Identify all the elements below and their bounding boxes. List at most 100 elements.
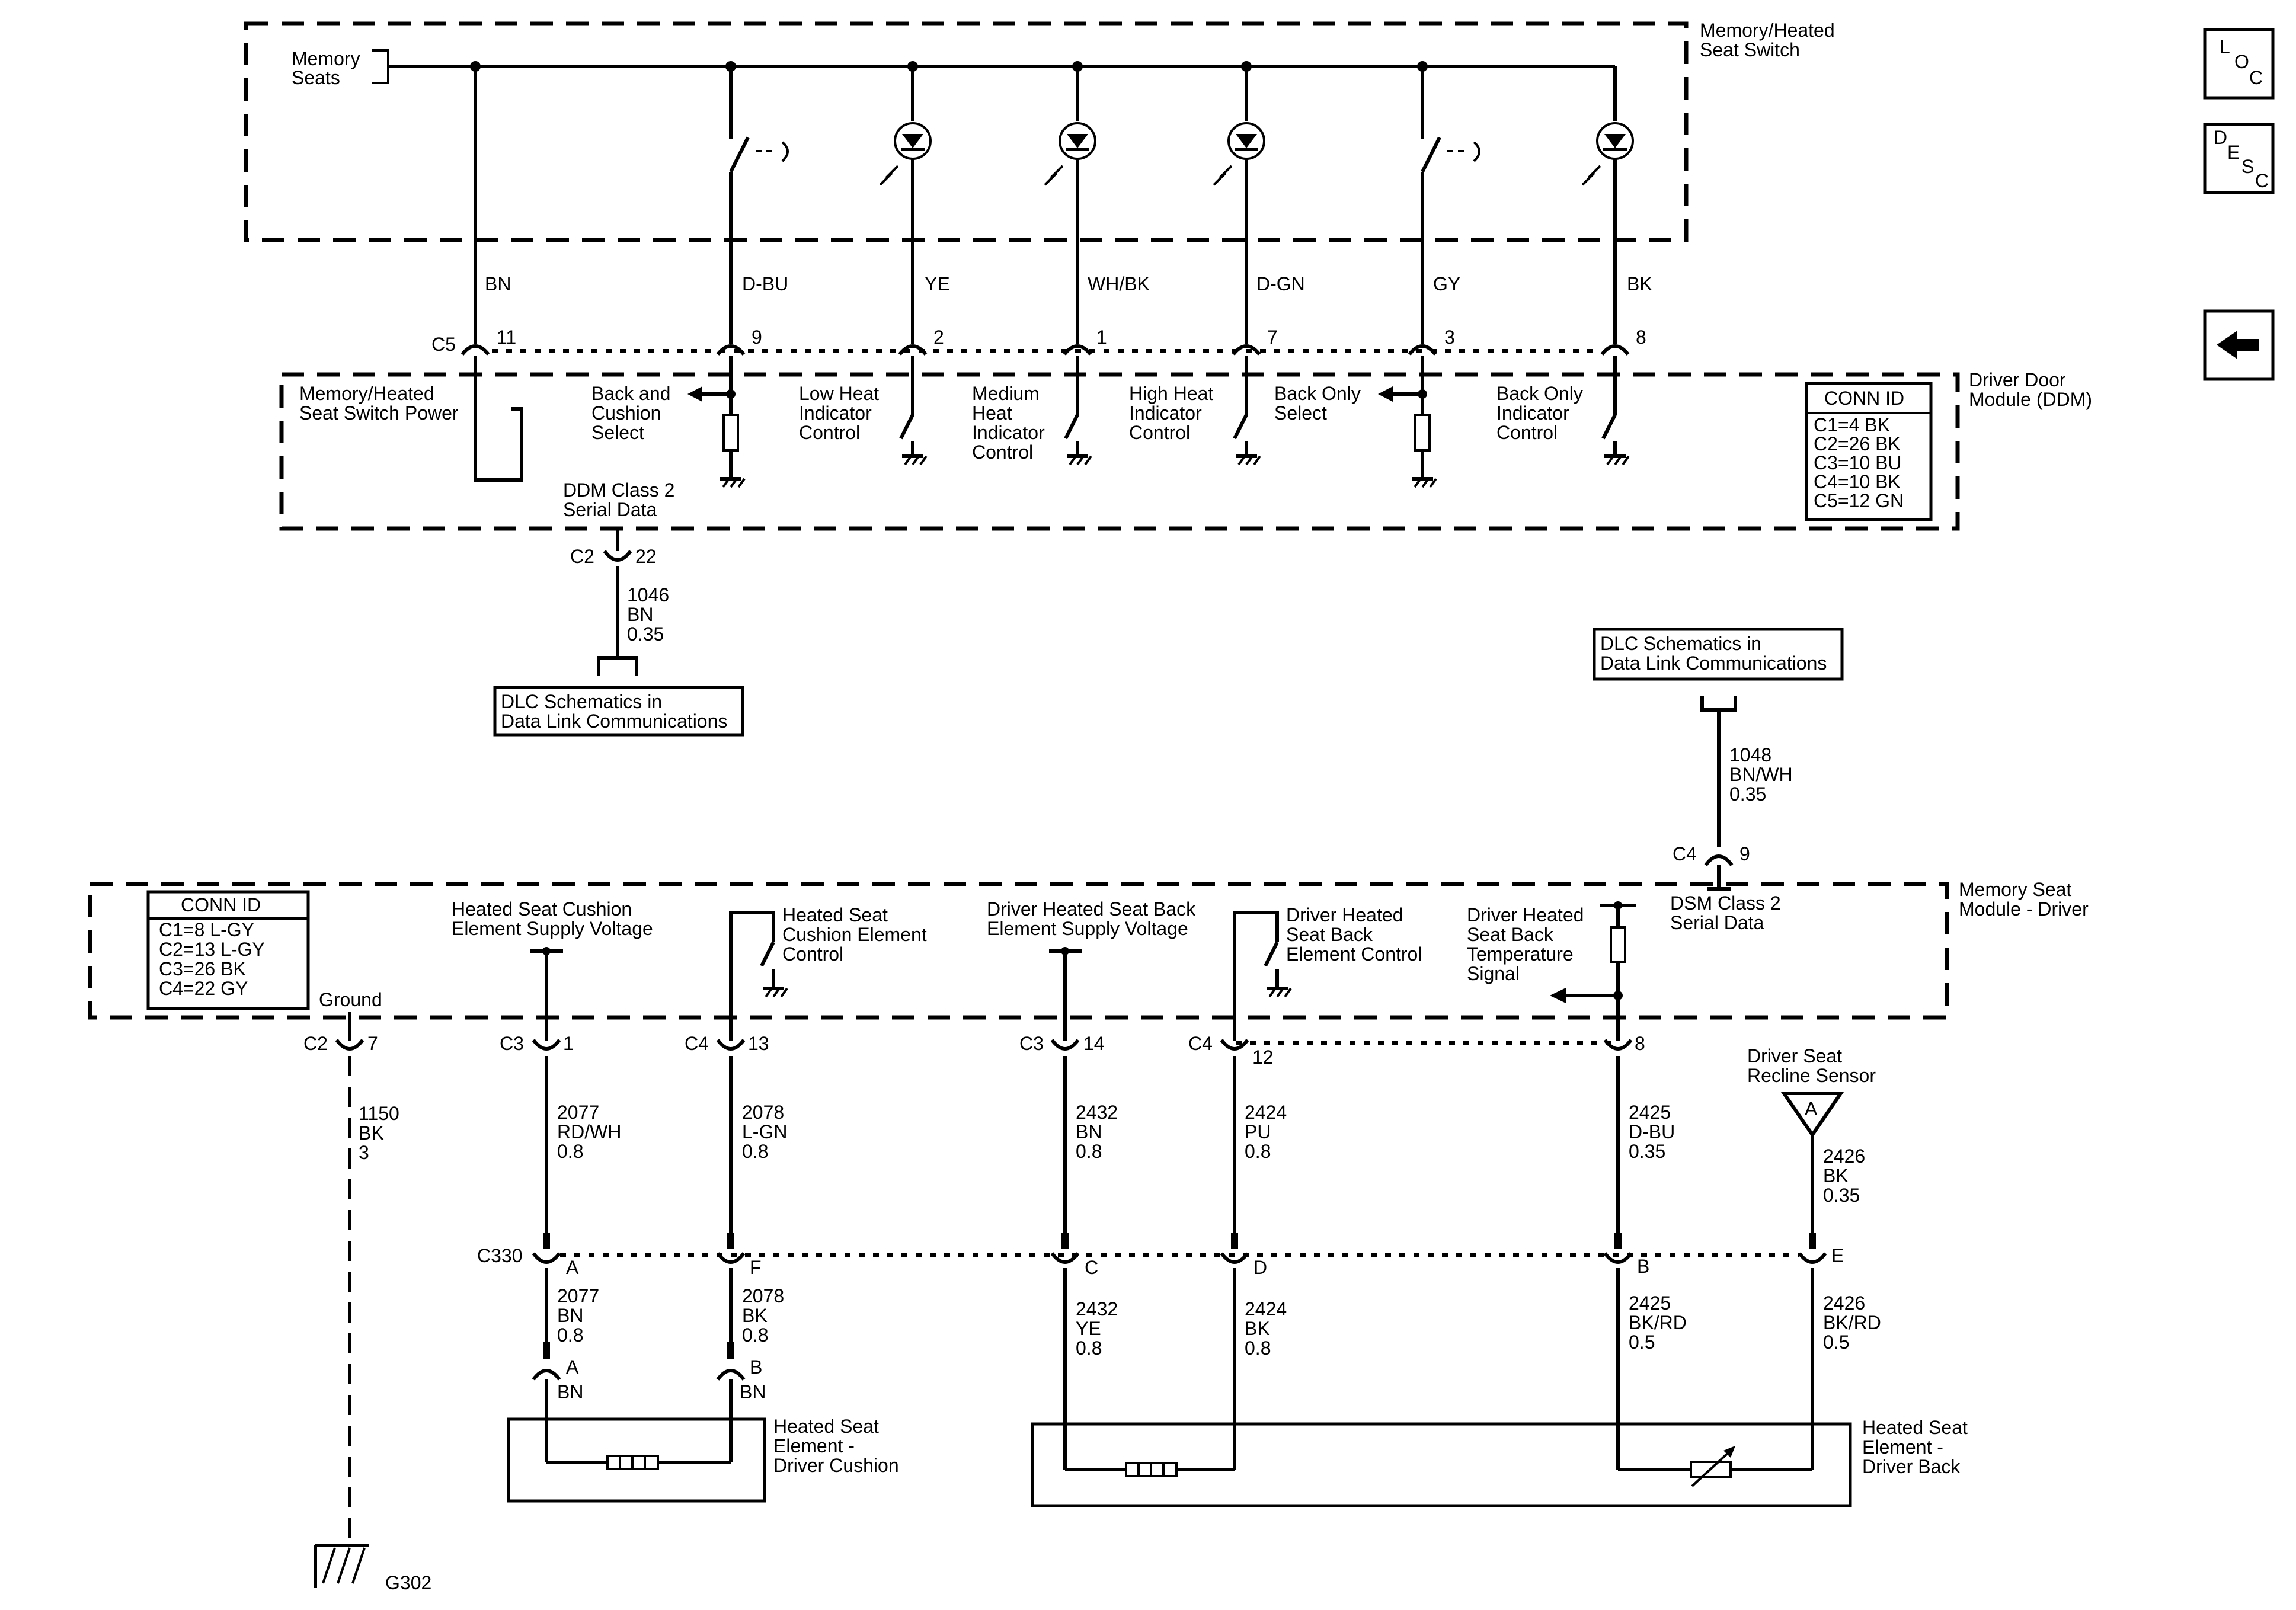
wire-color-label: D-GN [1256,273,1305,295]
wire-label: D-BU [1629,1121,1675,1142]
ddm-function-label: Control [799,422,860,443]
pin-label: 2 [933,327,944,348]
connector-label: C330 [477,1245,523,1266]
connector-label: C4 [685,1033,709,1054]
dsm-dlc-reference-box[interactable]: DLC Schematics in Data Link Communicatio… [1593,628,1844,681]
dsm-serial-label: DSM Class 2 [1670,892,1781,914]
wire-label: 0.8 [742,1324,768,1346]
sensor-triangle-icon: A [1780,1092,1844,1138]
wire-label: 2078 [742,1102,784,1123]
conn-id-row: C3=10 BU [1814,452,1902,473]
wire-label: 0.8 [557,1324,583,1346]
recline-sensor-label: Driver Seat [1747,1045,1842,1067]
dlc-ref-label: Data Link Communications [501,710,727,732]
ddm-function-label: Low Heat [799,383,879,404]
pin-label: 8 [1635,1033,1645,1054]
loc-letter: C [2249,67,2263,88]
wire-label: 0.8 [557,1141,583,1162]
conn-id-row: C5=12 GN [1814,490,1904,511]
ddm-function-label: Cushion [591,402,661,424]
wire-color-label: BN [485,273,511,295]
heated-seat-element-cushion: A BN B BN Heated Seat Element - Driver C… [507,1356,899,1503]
dsm-function-label: Element Supply Voltage [452,918,653,939]
ground-icon [1412,477,1437,488]
loc-letter: L [2220,36,2230,57]
wire-label: 0.35 [627,623,664,645]
ddm-function-label: Select [1274,402,1327,424]
dsm-title: Module - Driver [1959,898,2089,920]
element-label: Heated Seat [773,1416,879,1437]
dlc-ref-label: Data Link Communications [1600,652,1827,674]
back-button[interactable] [2203,309,2275,381]
wire-label: 1046 [627,584,669,606]
ddm-dlc-reference-box[interactable]: DLC Schematics in Data Link Communicatio… [493,686,744,737]
back-only-led-icon [1581,113,1634,344]
wire-label: 2432 [1076,1298,1118,1320]
pin-label: 22 [635,546,657,567]
back-cushion-select-switch-icon [729,66,789,344]
conn-id-title: CONN ID [1824,388,1904,409]
wire-label: 2424 [1245,1102,1287,1123]
pin-label: 7 [367,1033,378,1054]
desc-button[interactable]: D E S C [2203,123,2275,194]
wire-label: 2425 [1629,1292,1671,1314]
left-arrow-icon [2217,331,2259,359]
dsm-serial-label: Serial Data [1670,912,1764,933]
dsm-connector-row: C2 7 C3 1 C4 13 C3 14 C4 12 8 [303,1033,1645,1068]
wire-label: L-GN [742,1121,787,1142]
recline-sensor: Driver Seat Recline Sensor A 2426 BK 0.3… [1747,1045,1876,1206]
wire-label: BK/RD [1629,1312,1687,1333]
heated-seat-element-back: Heated Seat Element - Driver Back [1031,1268,1968,1507]
connector-label: C5 [431,334,456,355]
back-only-driver-switch-icon [1601,356,1630,466]
wire-color-label: YE [925,273,950,295]
ddm-conn-id-table: CONN ID C1=4 BK C2=26 BK C3=10 BU C4=10 … [1805,382,1933,521]
wire-label: 0.8 [1245,1337,1271,1359]
pin-label: 9 [752,327,762,348]
wire-label: BK [359,1122,384,1144]
wire-color-label: WH/BK [1088,273,1150,295]
ddm-serial-label: DDM Class 2 [563,479,674,501]
element-label: Driver Back [1862,1456,1961,1477]
pin-label: B [1637,1256,1649,1277]
desc-letter: D [2214,127,2227,148]
wire-label: 2426 [1823,1145,1865,1167]
ddm-function-label: Control [1129,422,1190,443]
wire-label: 0.35 [1629,1141,1665,1162]
pin-label: E [1831,1245,1844,1266]
ddm-function-label: Indicator [972,422,1045,443]
ddm-title: Driver Door [1969,369,2066,391]
desc-letter: C [2255,170,2269,191]
wire-label: 0.5 [1629,1331,1655,1353]
wire-label: PU [1245,1121,1271,1142]
high-heat-driver-switch-icon [1233,356,1261,466]
heater-element-icon [606,1455,659,1470]
pin-label: 1 [563,1033,574,1054]
wire-label: 0.8 [1076,1337,1102,1359]
memory-seat-module: Memory Seat Module - Driver CONN ID C1=8… [88,879,2089,1034]
wire-label: RD/WH [557,1121,621,1142]
ground-circuit: 1150 BK 3 G302 [314,1056,431,1593]
low-heat-driver-switch-icon [899,356,928,466]
pin-label: 8 [1636,327,1646,348]
wire-label: 2078 [742,1285,784,1307]
conn-id-title: CONN ID [181,894,261,916]
wire-label: BN [557,1305,583,1326]
medium-heat-driver-switch-icon [1064,356,1092,466]
connector-label: C2 [570,546,594,567]
wire-label: 2426 [1823,1292,1865,1314]
element-label: Element - [1862,1436,1943,1458]
loc-button[interactable]: L O C [2203,28,2275,100]
wire-color-label: BN [740,1381,766,1403]
connector-label: C3 [500,1033,524,1054]
back-control-switch-icon [1233,911,1292,1034]
pin-label: 7 [1267,327,1278,348]
wire-label: 3 [359,1142,369,1163]
back-only-select-switch-icon [1421,66,1480,344]
wire-label: 2425 [1629,1102,1671,1123]
ddm-function-label: Seat Switch Power [299,402,459,424]
dsm-conn-id-table: CONN ID C1=8 L-GY C2=13 L-GY C3=26 BK C4… [146,890,310,1010]
wire-label: 1150 [359,1103,399,1124]
conn-id-row: C1=8 L-GY [159,919,254,940]
